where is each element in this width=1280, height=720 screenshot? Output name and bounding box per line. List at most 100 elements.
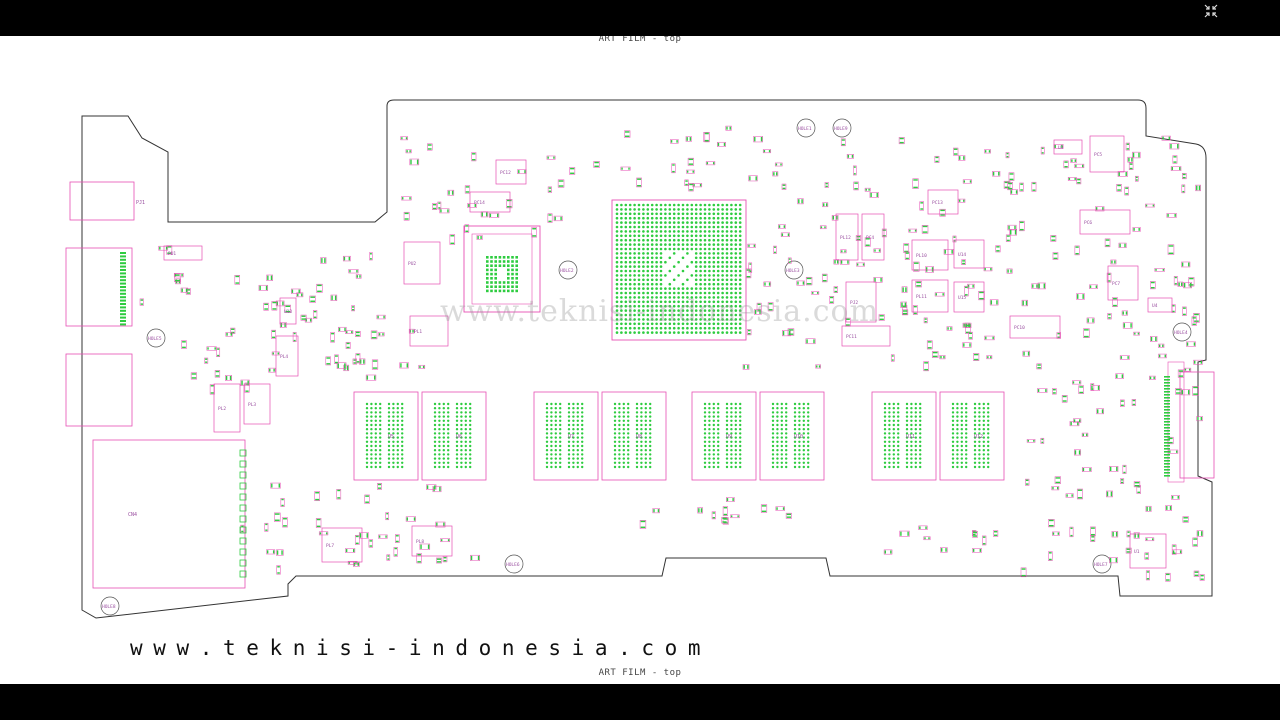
memory-ball: [960, 411, 963, 414]
soc-ball: [668, 243, 672, 246]
smd-pad: [726, 126, 728, 130]
connector-pin: [1164, 394, 1170, 396]
soc-ball: [686, 221, 689, 224]
soc-ball: [615, 326, 619, 330]
smd-outline: [330, 332, 335, 343]
memory-ball: [919, 453, 922, 456]
chipset-ball: [507, 277, 510, 280]
soc-ball: [628, 304, 632, 308]
memory-ball: [914, 465, 917, 469]
smd-outline: [822, 202, 829, 208]
soc-ball: [620, 291, 623, 295]
smd-pad: [686, 170, 689, 173]
soc-ball: [659, 225, 663, 229]
smd-pad: [757, 303, 761, 306]
soc-ball: [716, 221, 720, 224]
smd-pad: [913, 312, 917, 315]
memory-ball: [622, 419, 625, 422]
memory-ball: [469, 461, 472, 464]
smd-pad: [990, 267, 992, 271]
connector-pin: [1164, 421, 1170, 423]
soc-ball: [712, 238, 716, 242]
soc-ball: [690, 212, 694, 216]
memory-ball: [771, 428, 775, 431]
smd-pad: [988, 150, 991, 153]
memory-ball: [370, 461, 373, 464]
smd-pad: [1137, 491, 1141, 494]
smd-outline: [1144, 552, 1149, 560]
memory-ball: [888, 432, 891, 435]
memory-ball: [734, 449, 737, 452]
smd-pad: [1113, 304, 1117, 307]
memory-ball: [960, 440, 963, 443]
soc-ball: [628, 300, 632, 304]
smd-outline: [853, 181, 859, 191]
smd-pad: [1170, 143, 1172, 149]
smd-outline: [993, 530, 999, 537]
soc-ball: [716, 300, 720, 304]
memory-ball: [725, 449, 729, 452]
soc-ball: [712, 260, 716, 264]
smd-outline: [815, 364, 821, 369]
soc-ball: [633, 304, 636, 308]
smd-pad: [558, 185, 564, 187]
soc-ball: [646, 274, 650, 277]
soc-ball: [734, 296, 738, 299]
memory-ball: [464, 449, 467, 452]
smd-outline: [840, 249, 847, 254]
soc-ball: [730, 287, 733, 290]
memory-ball: [780, 461, 783, 464]
memory-ball: [618, 440, 621, 443]
smd-pad: [1020, 189, 1023, 191]
memory-ball: [379, 453, 382, 456]
smd-outline: [279, 322, 287, 328]
memory-ball: [897, 402, 900, 406]
smd-outline: [756, 302, 762, 312]
smd-pad: [356, 353, 360, 356]
chipset-ball: [507, 256, 510, 259]
ic-outline: [275, 335, 299, 377]
memory-ball: [545, 465, 549, 469]
memory-ball: [550, 444, 553, 448]
smd-pad: [996, 250, 1000, 252]
memory-ball: [627, 465, 630, 469]
soc-ball: [721, 216, 724, 220]
soc-ball: [716, 260, 720, 264]
collapse-arrows-icon[interactable]: [1204, 3, 1218, 18]
memory-ball: [635, 444, 639, 448]
smd-outline: [1065, 493, 1074, 498]
soc-ball: [615, 265, 619, 268]
soc-ball: [725, 225, 729, 229]
ic-label: PC13: [932, 200, 943, 206]
memory-ball: [613, 453, 617, 456]
memory-ball: [771, 465, 775, 469]
memory-ball: [392, 423, 395, 427]
smd-pad: [1032, 284, 1034, 288]
smd-outline: [1116, 184, 1122, 192]
smd-outline: [225, 375, 233, 381]
memory-ball: [785, 444, 788, 448]
soc-ball: [646, 221, 650, 224]
soc-ball: [734, 278, 738, 282]
memory-ball: [455, 449, 459, 452]
smd-outline: [386, 554, 391, 561]
soc-ball: [650, 300, 654, 304]
memory-ball: [776, 432, 779, 435]
soc-ball: [738, 304, 742, 308]
soc-ball: [628, 318, 632, 321]
soc-ball: [681, 247, 685, 251]
memory-ball: [581, 415, 584, 418]
memory-ball: [905, 411, 909, 414]
memory-ball: [739, 411, 742, 414]
connector-label: PJ1: [136, 200, 145, 206]
soc-ball: [628, 216, 632, 220]
smd-pad: [357, 562, 359, 566]
memory-ball: [649, 428, 652, 431]
smd-pad: [1188, 368, 1191, 371]
memory-ball: [739, 402, 742, 406]
soc-ball: [694, 309, 698, 312]
smd-pad: [205, 361, 208, 363]
soc-ball: [659, 287, 663, 290]
